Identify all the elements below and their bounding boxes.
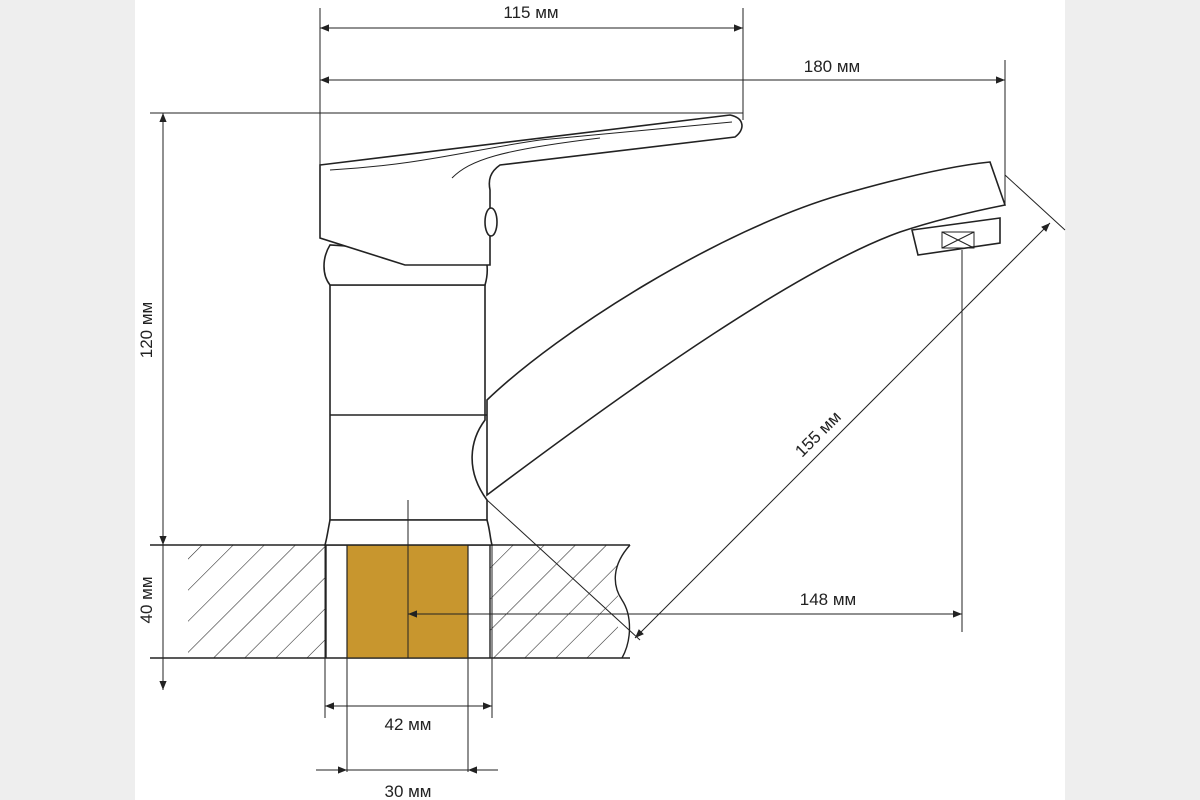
faucet-body <box>319 114 1007 546</box>
label-spout-length: 155 мм <box>791 407 844 460</box>
lever-screw-cap <box>484 207 498 237</box>
label-base-diameter: 42 мм <box>384 715 431 734</box>
countertop-hatch-left <box>188 545 326 658</box>
countertop-hatch-right <box>490 545 618 658</box>
right-margin <box>1065 0 1200 800</box>
countertop-break-line <box>614 544 631 659</box>
label-lever-length: 115 мм <box>503 3 558 22</box>
dimension-lines <box>150 8 1066 774</box>
lever-contour <box>329 121 733 171</box>
lever-contour-inner <box>451 137 601 179</box>
spout <box>486 161 1007 497</box>
lever-handle <box>319 114 743 266</box>
countertop-section <box>150 544 631 659</box>
label-countertop-thickness: 40 мм <box>137 576 156 623</box>
dim-line-spout <box>634 222 1051 639</box>
faucet-column <box>329 284 488 521</box>
left-margin <box>0 0 135 800</box>
label-height: 120 мм <box>137 302 156 358</box>
label-spout-reach: 148 мм <box>800 590 856 609</box>
label-total-length: 180 мм <box>804 57 860 76</box>
label-hole-diameter: 30 мм <box>384 782 431 800</box>
